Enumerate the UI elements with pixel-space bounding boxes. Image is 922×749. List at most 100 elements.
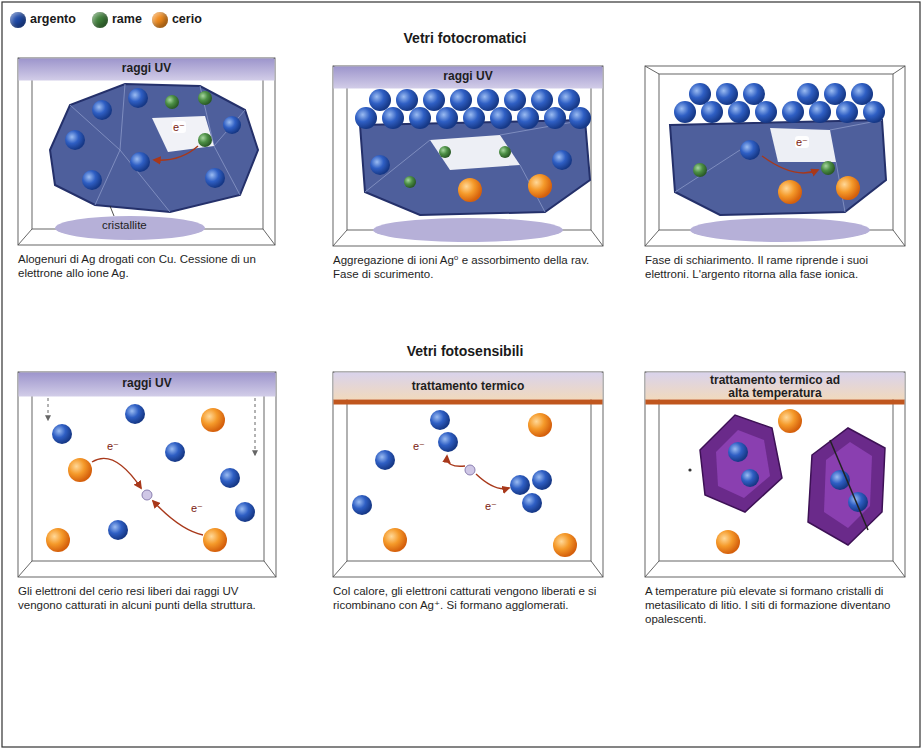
photosensitive-panel-2 [528, 413, 552, 437]
photosensitive-panel-2 [430, 410, 450, 430]
panel-box: trattamento termico ad alta temperaturaA… [645, 372, 905, 626]
photosensitive-panel-1 [52, 424, 72, 444]
panel-caption: A temperature più elevate si formano cri… [645, 584, 905, 626]
legend-text: argento [30, 12, 76, 26]
photosensitive-panel-1 [165, 442, 185, 462]
crystallite-panel-3 [740, 140, 760, 160]
panel-caption: Gli elettroni del cerio resi liberi dai … [18, 584, 276, 612]
photosensitive-panel-3 [716, 530, 740, 554]
box-frame [645, 66, 905, 246]
panel-box: Fase di schiarimento. Il rame riprende i… [645, 66, 905, 281]
crystallite-panel-1 [50, 84, 258, 240]
heat-band [334, 400, 603, 405]
photosensitive-panel-3 [808, 428, 885, 545]
crystallite-panel-2 [373, 218, 563, 242]
photosensitive-panel-2 [465, 465, 475, 475]
crystallite-panel-3 [778, 180, 802, 204]
panel-caption: Aggregazione di ioni Ag⁰ e assorbimento … [333, 253, 603, 281]
crystallite-panel-1 [110, 206, 114, 216]
crystallite-panel-2 [569, 107, 591, 129]
panel-caption: Alogenuri di Ag drogati con Cu. Cessione… [18, 252, 275, 280]
crystallite-panel-3 [797, 83, 819, 105]
crystallite-panel-3 [821, 161, 835, 175]
panel-box: raggi UV Alogenuri di Ag drogati con Cu. … [18, 58, 275, 280]
crystallite-panel-1 [92, 100, 112, 120]
crystallite-panel-1 [223, 116, 241, 134]
photosensitive-panel-2 [522, 493, 542, 513]
crystallite-panel-3 [690, 218, 870, 242]
crystallite-panel-2 [450, 89, 472, 111]
uv-band [19, 59, 603, 397]
crystallite-panel-3 [675, 120, 882, 212]
crystallite-panel-2 [423, 89, 445, 111]
band-label: trattamento termico [383, 380, 553, 393]
band-label: raggi UV [393, 70, 543, 83]
crystallite-panel-1 [165, 95, 179, 109]
heat-band [646, 400, 905, 405]
electron-label: e⁻ [484, 500, 498, 512]
heat-band [334, 373, 905, 405]
crystallite-panel-1 [198, 91, 212, 105]
crystallite-panel-1 [65, 130, 85, 150]
crystallite-panel-2 [430, 135, 520, 170]
crystallite-panel-2 [369, 89, 391, 111]
photosensitive-panel-2 [352, 410, 577, 557]
crystallite-panel-2 [370, 155, 390, 175]
photosensitive-panel-1 [235, 502, 255, 522]
photosensitive-panel-2 [375, 450, 395, 470]
crystallite-panel-3 [701, 101, 723, 123]
heat-band [334, 373, 603, 400]
crystallite-panel-3 [670, 120, 886, 215]
crystallite-panel-3 [809, 101, 831, 123]
photosensitive-panel-3 [824, 442, 872, 528]
photosensitive-panel-3 [688, 409, 885, 554]
photosensitive-panel-2 [352, 495, 372, 515]
heat-band [646, 373, 905, 400]
photosensitive-panel-3 [778, 409, 802, 433]
box-frame [18, 372, 276, 577]
crystallite-panel-2 [439, 146, 451, 158]
crystallite-panel-2 [382, 107, 404, 129]
legend-text: rame [112, 12, 142, 26]
electron-label: e⁻ [106, 440, 120, 452]
box-frame [18, 372, 276, 577]
electron-label: e⁻ [412, 440, 426, 452]
band-label: raggi UV [67, 377, 227, 390]
legend-swatch [10, 12, 26, 28]
crystallite-panel-2 [355, 89, 591, 242]
crystallite-panel-3 [755, 101, 777, 123]
band-label: raggi UV [72, 62, 222, 75]
crystallite-panel-1 [50, 84, 258, 212]
photosensitive-panel-1 [201, 408, 225, 432]
diagram-title: Vetri fotocromatici [330, 30, 600, 46]
box-frame [645, 372, 905, 577]
crystallite-panel-2 [409, 107, 431, 129]
crystallite-panel-3 [836, 176, 860, 200]
crystallite-panel-2 [458, 178, 482, 202]
crystallite-panel-2 [396, 89, 418, 111]
legend-swatch [92, 12, 108, 28]
box-frame [645, 372, 905, 577]
uv-band [19, 59, 275, 81]
crystallite-panel-2 [528, 174, 552, 198]
box-frame [333, 66, 603, 246]
panel-caption: Fase di schiarimento. Il rame riprende i… [645, 253, 905, 281]
crystallite-panel-2 [365, 120, 585, 212]
uv-band [334, 67, 603, 89]
crystallite-panel-2 [504, 89, 526, 111]
crystallite-panel-2 [517, 107, 539, 129]
crystallite-panel-1 [55, 216, 205, 240]
photosensitive-panel-3 [830, 440, 868, 530]
crystallite-panel-2 [477, 89, 499, 111]
crystallite-panel-2 [360, 120, 590, 215]
crystallite-panel-2 [490, 107, 512, 129]
crystallite-panel-1 [198, 133, 212, 147]
photosensitive-panel-3 [741, 469, 759, 487]
box-frame [32, 380, 264, 561]
crystallite-panel-3 [863, 101, 885, 123]
box-frame [659, 380, 893, 561]
crystallite-panel-1 [128, 88, 148, 108]
crystallite-panel-3 [728, 101, 750, 123]
photosensitive-panel-1 [108, 520, 128, 540]
box-frame [32, 66, 263, 229]
